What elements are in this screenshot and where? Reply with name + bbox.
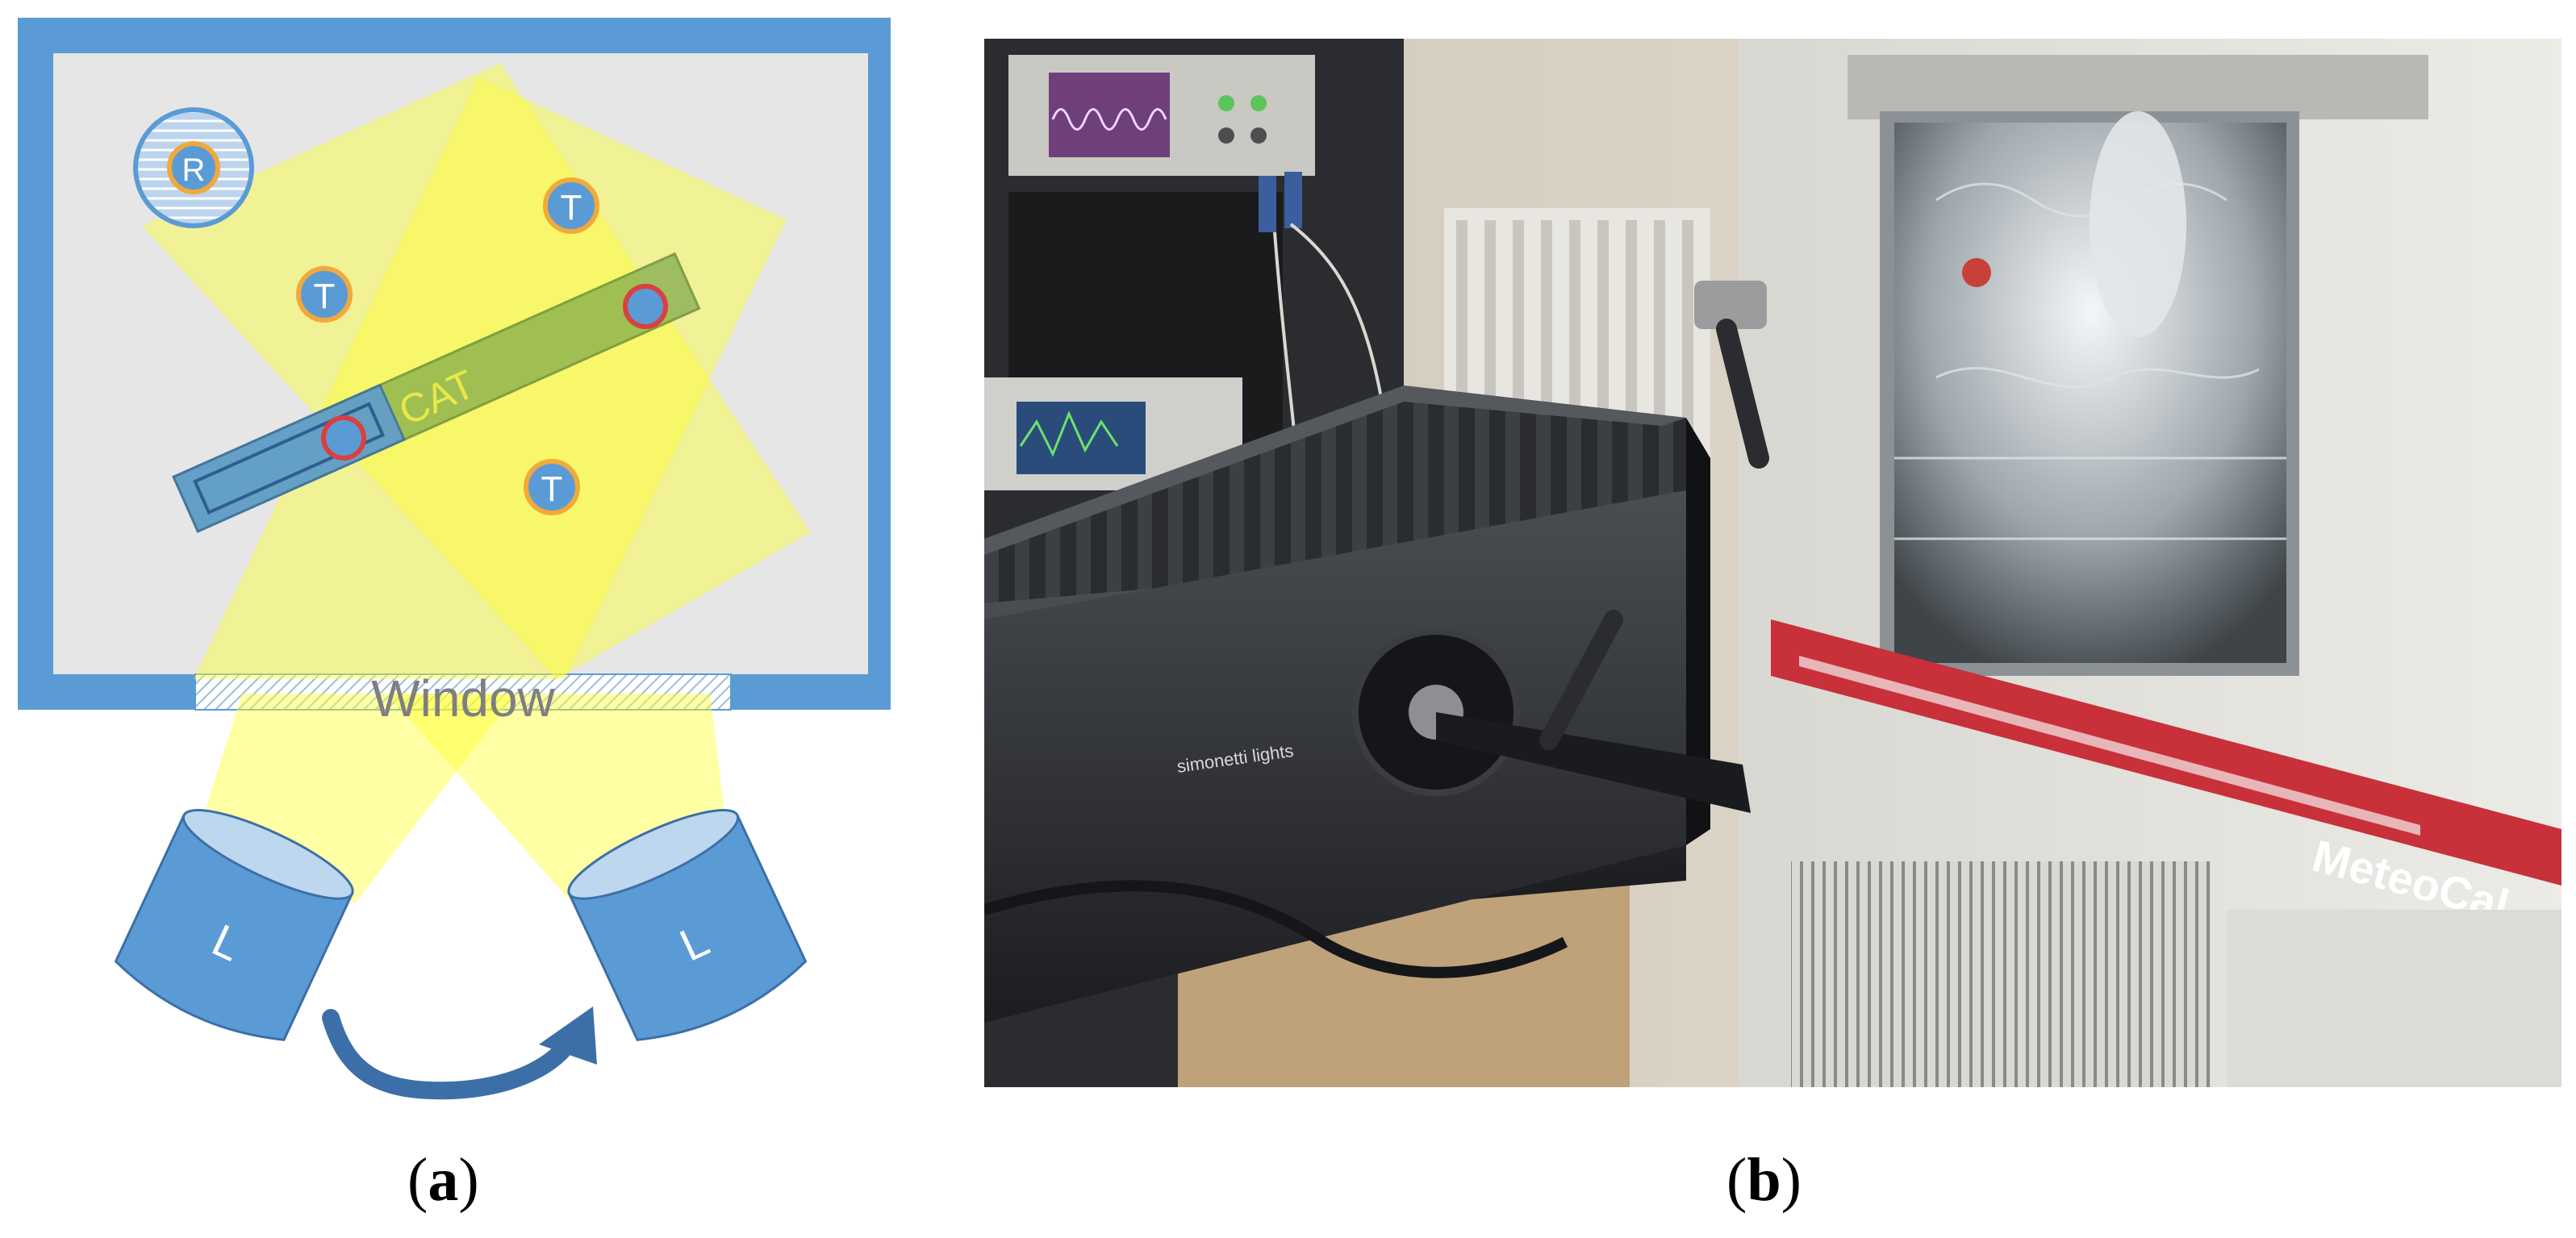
specimen-holder-inner — [193, 402, 386, 515]
svg-text:T: T — [541, 469, 563, 509]
svg-text:T: T — [314, 277, 336, 316]
caption-a: (a) — [407, 1146, 479, 1214]
target-sensor: T — [524, 459, 580, 515]
reference-sensor-core — [167, 141, 220, 194]
climatic-chamber: MeteoCal — [1694, 39, 2561, 1087]
lamp-right: L — [567, 809, 808, 1041]
window-label: Window — [371, 669, 555, 727]
rotation-arrow — [322, 1009, 582, 1100]
chamber-vent-grill — [1791, 861, 2211, 1087]
target-sensor: T — [543, 177, 599, 234]
caption-b: (b) — [1726, 1146, 1802, 1214]
window-opening — [194, 673, 732, 711]
schematic-diagram: CAT R T T T Window L L — [18, 18, 891, 1100]
specimen-in-chamber — [2090, 111, 2186, 337]
chamber-window — [1894, 123, 2286, 663]
bnc-connectors — [1259, 172, 1302, 232]
door-handle — [1694, 281, 1769, 469]
oscilloscope-top — [1008, 55, 1315, 176]
svg-text:T: T — [561, 188, 582, 227]
specimen-marker — [623, 284, 668, 329]
reference-label: R — [182, 152, 206, 188]
projector-lamp: simonetti lights — [984, 386, 1751, 1023]
target-sensor: T — [296, 266, 353, 323]
specimen-marker — [321, 415, 366, 461]
power-cable — [984, 880, 1568, 978]
rotation-arrow-head — [539, 1007, 597, 1065]
lamp-left: L — [114, 809, 354, 1041]
lab-photo: MeteoCal simonetti lights — [984, 39, 2561, 1087]
